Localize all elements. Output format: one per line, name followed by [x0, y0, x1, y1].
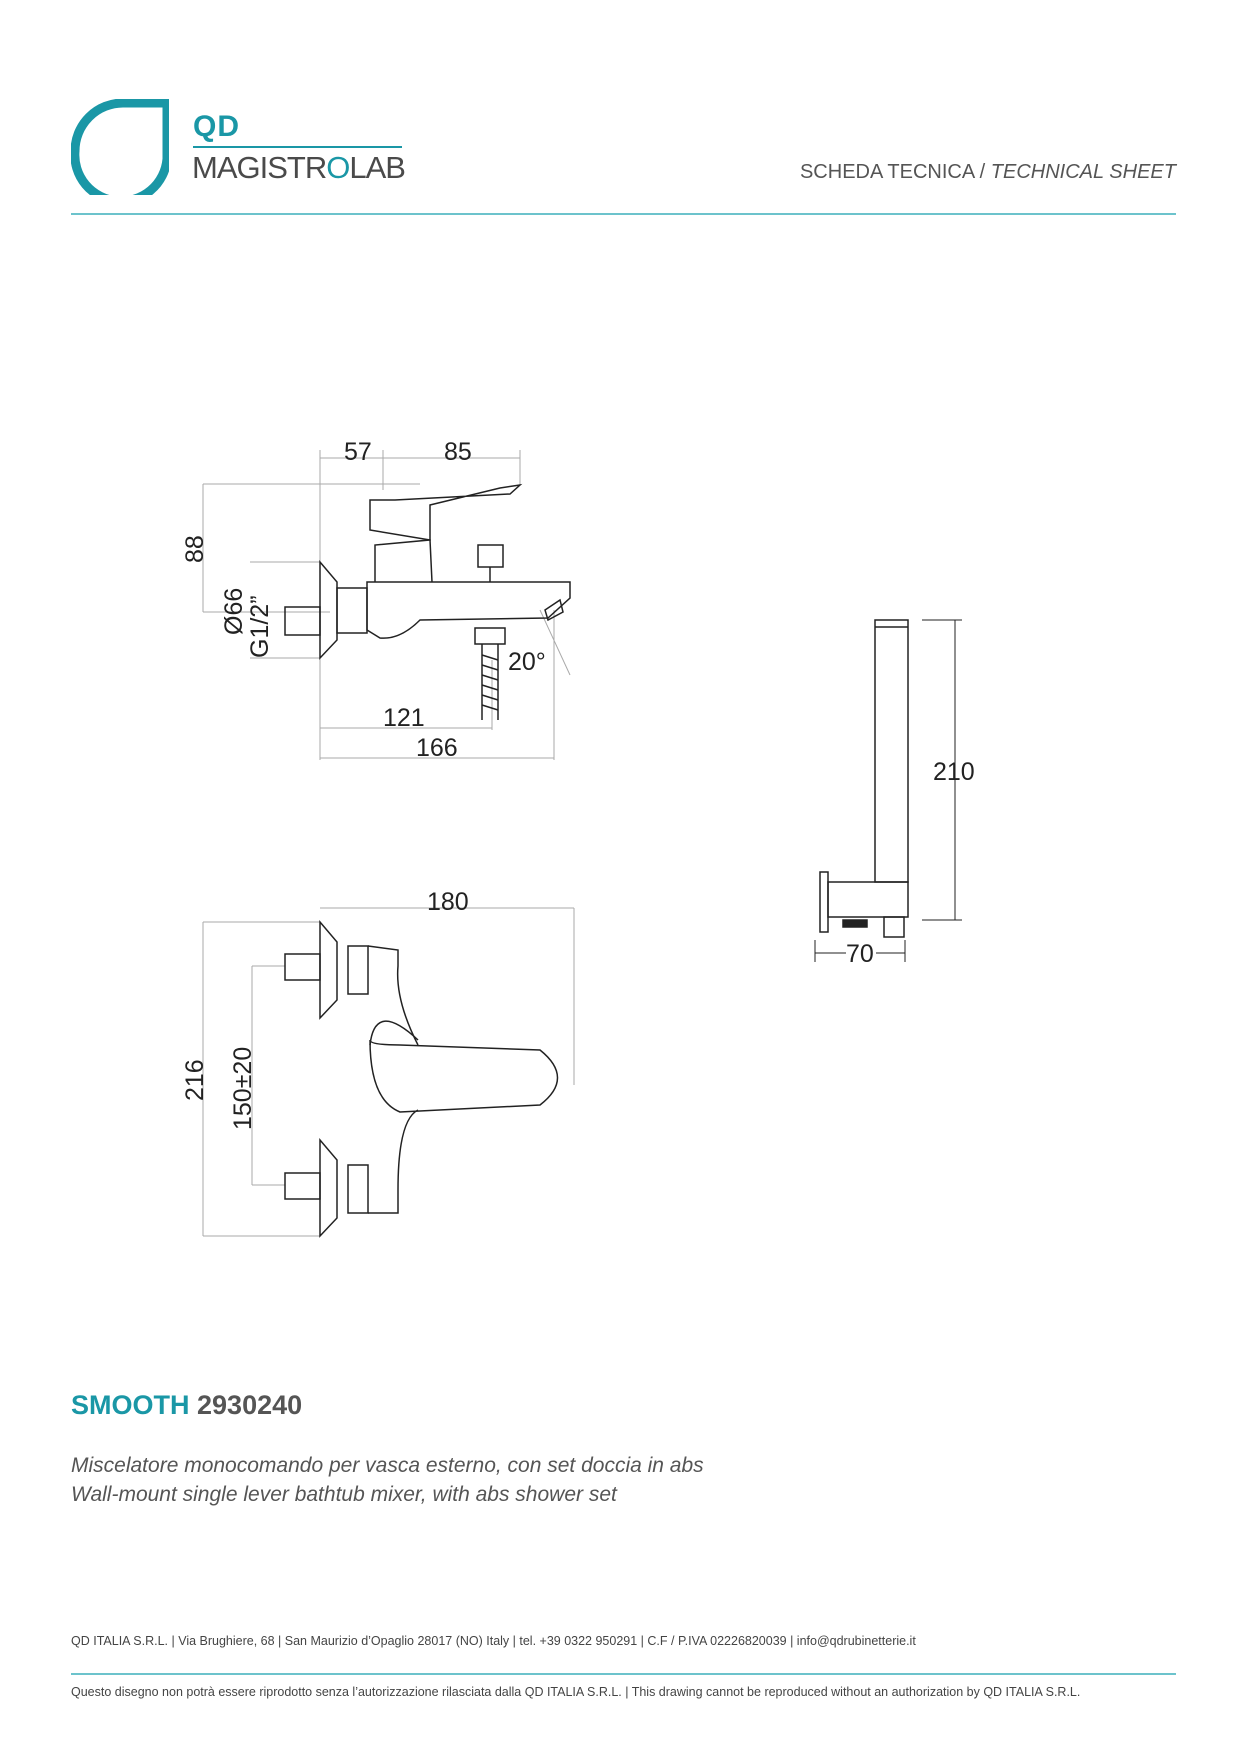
sheet-title: SCHEDA TECNICA / TECHNICAL SHEET [800, 161, 1176, 184]
dim-121: 121 [383, 704, 425, 732]
front-view [202, 450, 571, 760]
dim-216: 216 [181, 1059, 209, 1101]
dim-85: 85 [444, 438, 472, 466]
qd-logo-mark [71, 99, 169, 195]
description-english: Wall-mount single lever bathtub mixer, w… [71, 1483, 617, 1506]
brand-short: QD [193, 110, 240, 143]
dim-angle: 20° [508, 648, 546, 676]
shower-set [814, 619, 962, 962]
dim-88: 88 [181, 535, 209, 563]
footer-disclaimer: Questo disegno non potrà essere riprodot… [71, 1685, 1081, 1699]
sheet-title-sep: / [974, 161, 991, 183]
front-view-dimensions: 57 85 88 Ø66 G1/2” 20° 121 166 [181, 438, 546, 762]
sheet-title-en: TECHNICAL SHEET [990, 161, 1176, 183]
dim-diameter: Ø66 [220, 588, 248, 635]
shower-set-dimensions: 210 70 [846, 758, 975, 968]
brand-name-part1: MAGISTR [192, 150, 327, 185]
sheet-title-it: SCHEDA TECNICA [799, 161, 975, 183]
dim-210: 210 [933, 758, 975, 786]
brand-divider [193, 146, 402, 148]
dim-166: 166 [416, 734, 458, 762]
product-code: 2930240 [197, 1390, 303, 1420]
dim-centers: 150±20 [229, 1047, 257, 1130]
dim-57: 57 [344, 438, 372, 466]
dim-180: 180 [427, 888, 469, 916]
top-view [202, 907, 575, 1238]
footer-divider [71, 1673, 1176, 1675]
footer-address: QD ITALIA S.R.L. | Via Brughiere, 68 | S… [71, 1634, 916, 1648]
description-italian: Miscelatore monocomando per vasca estern… [71, 1454, 704, 1477]
brand-name-o: O [326, 150, 350, 185]
dim-thread: G1/2” [246, 595, 274, 658]
product-title: SMOOTH 2930240 [71, 1390, 302, 1421]
top-view-dimensions: 180 216 150±20 [181, 888, 469, 1130]
header-divider [71, 213, 1176, 215]
brand-name-part2: LAB [349, 150, 406, 185]
dim-70: 70 [846, 940, 874, 968]
product-series: SMOOTH [71, 1390, 190, 1420]
brand-name: MAGISTROLAB [192, 150, 406, 186]
